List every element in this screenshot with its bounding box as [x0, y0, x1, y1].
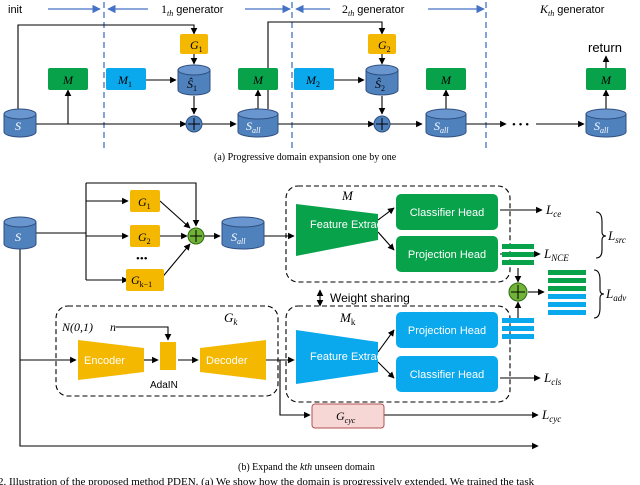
projection-head-blue-label: Projection Head	[408, 325, 486, 337]
weight-sharing-label: Weight sharing	[330, 291, 410, 305]
model-m1-box	[106, 68, 146, 90]
cylinder-s-all-2: Sall	[425, 108, 467, 138]
classifier-head-blue	[396, 356, 498, 392]
decoder-label: Decoder	[206, 355, 248, 367]
header-gen2: 2th generator	[342, 2, 405, 18]
gcyc-label: Gcyc	[336, 409, 356, 425]
module-m-dashed	[285, 185, 511, 283]
model-m-box-1	[48, 68, 88, 90]
generator-g1-bottom	[130, 190, 160, 212]
generator-g1-label: G1	[190, 38, 203, 54]
module-gk-dashed	[55, 305, 279, 397]
caption-b: (b) Expand the kth unseen domain	[238, 462, 375, 473]
header-init: init	[8, 4, 22, 16]
generator-gk1-bottom-label: Gk−1	[131, 273, 152, 289]
encoder-shape	[78, 340, 144, 380]
adain-box	[160, 342, 176, 370]
caption-a: (a) Progressive domain expansion one by …	[214, 152, 397, 163]
feature-stack-combined	[548, 270, 586, 315]
svg-text:Sall: Sall	[594, 119, 609, 135]
feature-extractor-blue-label: Feature Extractor	[310, 351, 395, 363]
plus-circle-right	[508, 282, 528, 302]
generator-g1-bottom-label: G1	[138, 195, 151, 211]
generator-g2-box	[368, 34, 396, 54]
model-m-label-4: M	[600, 73, 612, 87]
cylinder-s-bottom: S	[3, 216, 37, 250]
projection-head-blue	[396, 312, 498, 348]
gcyc-box	[311, 403, 385, 429]
model-m-box-3	[426, 68, 466, 90]
decoder-shape	[200, 340, 266, 380]
model-m1-label: M1	[117, 73, 132, 89]
generator-gk1-bottom	[126, 269, 164, 291]
feature-stack-green-small	[502, 244, 534, 265]
projection-head-green	[396, 236, 498, 272]
plus-circle-bottom	[187, 227, 205, 245]
loss-nce: LNCE	[543, 246, 569, 263]
svg-text:Sall: Sall	[246, 119, 261, 135]
header-genk: Kth generator	[539, 2, 605, 18]
cylinder-s-all-1: Sall	[237, 108, 279, 138]
top-panel: init 1th generator 2th generator Kth gen…	[3, 2, 627, 163]
module-mk-label: Mk	[339, 310, 356, 327]
classifier-head-blue-label: Classifier Head	[410, 369, 485, 381]
figure-footer-text: 2. Illustration of the proposed method P…	[0, 476, 535, 485]
return-label: return	[588, 40, 622, 55]
module-mk-dashed	[285, 305, 511, 403]
plus-circle-2	[373, 115, 391, 133]
encoder-label: Encoder	[84, 355, 125, 367]
noise-label: N(0,1)	[61, 320, 93, 334]
svg-text:Sall: Sall	[434, 119, 449, 135]
bottom-panel: M Mk Gk Feature Extractor Feature Extrac…	[0, 182, 626, 485]
feature-extractor-green-label: Feature Extractor	[310, 219, 395, 231]
model-m-box-4	[586, 68, 626, 90]
header-gen1: 1th generator	[161, 2, 224, 18]
svg-text:Ŝ1: Ŝ1	[187, 77, 197, 93]
svg-text:Sall: Sall	[231, 230, 246, 246]
model-m-label-3: M	[440, 73, 452, 87]
projection-head-green-label: Projection Head	[408, 249, 486, 261]
model-m-box-2	[238, 68, 278, 90]
generator-g2-label: G2	[378, 38, 391, 54]
generator-dots: •••	[136, 253, 148, 265]
plus-circle-1	[185, 115, 203, 133]
adain-label: AdaIN	[150, 380, 178, 391]
classifier-head-green-label: Classifier Head	[410, 207, 485, 219]
model-m-label-1: M	[62, 73, 74, 87]
loss-adv: Ladv	[605, 286, 626, 303]
feature-extractor-green	[296, 204, 378, 256]
loss-ce: Lce	[545, 202, 561, 219]
module-m-label: M	[341, 188, 354, 203]
model-m2-box	[294, 68, 334, 90]
classifier-head-green	[396, 194, 498, 230]
generator-g2-bottom-label: G2	[138, 230, 151, 246]
svg-text:S: S	[15, 119, 21, 133]
cylinder-s-all-bottom: Sall	[221, 216, 265, 250]
svg-text:Ŝ2: Ŝ2	[375, 77, 385, 93]
model-m-label-2: M	[252, 73, 264, 87]
feature-stack-blue-small	[502, 318, 534, 339]
n-label: n	[110, 320, 116, 334]
svg-text:S: S	[15, 230, 21, 244]
model-m2-label: M2	[305, 73, 320, 89]
top-ellipsis: • • •	[512, 119, 529, 131]
module-gk-label: Gk	[224, 310, 238, 327]
cylinder-s-top: S	[3, 108, 37, 138]
generator-g2-bottom	[130, 225, 160, 247]
cylinder-s-hat-1: Ŝ1	[177, 64, 211, 96]
loss-cyc: Lcyc	[541, 407, 561, 424]
cylinder-s-all-3: Sall	[585, 108, 627, 138]
loss-cls: Lcls	[543, 370, 562, 387]
cylinder-s-hat-2: Ŝ2	[365, 64, 399, 96]
feature-extractor-blue	[296, 330, 378, 384]
loss-src: Lsrc	[607, 228, 626, 245]
generator-g1-box	[180, 34, 208, 54]
